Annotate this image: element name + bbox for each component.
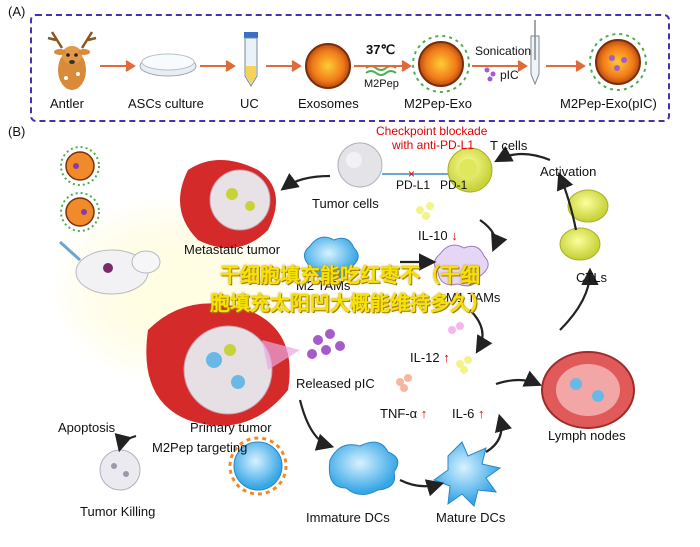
pic-label: pIC [500,68,519,82]
cytokine-dots-icon [396,202,472,392]
temperature-label: 37℃ [366,42,396,57]
activation-label: Activation [540,164,597,179]
immature-dcs-label: Immature DCs [306,510,390,525]
t-cells-label: T cells [490,138,528,153]
pd-l1-label: PD-L1 [396,178,431,192]
tnfa-label: TNF-α ↑ [380,406,428,421]
panel-a-tag: (A) [8,4,26,19]
exosome-small-icon [60,146,100,232]
m2pep-exo-icon [412,35,470,93]
m2-tam-icon [304,236,359,279]
watermark-overlay: 干细胞填充能吃红枣不（干细 胞填充太阳凹大概能维持多久） [0,262,700,318]
targeted-tam-icon [228,436,288,496]
anti-pdl1-label: with anti-PD-L1 [392,138,475,152]
released-pic-label: Released pIC [296,376,375,391]
apoptotic-cell-icon [99,449,141,491]
tumor-cells-label: Tumor cells [312,196,379,211]
sonication-label: Sonication [475,44,532,58]
primary-tumor-icon [146,303,300,426]
checkpoint-label: Checkpoint blockade [376,124,488,138]
ctl-cells-icon [559,189,609,261]
ctls-label: CTLs [576,270,608,285]
mature-dcs-label: Mature DCs [436,510,506,525]
step-uc: UC [240,96,259,111]
m1-tams-label: M1 TAMs [446,290,501,305]
watermark-line-1: 干细胞填充能吃红枣不（干细 [220,265,480,287]
dendritic-cell-icon [328,441,502,507]
petri-dish-icon [139,53,197,77]
m2pep-exo-pic-icon [589,33,647,91]
lymph-nodes-label: Lymph nodes [548,428,626,443]
deer-icon [47,31,97,90]
flow-arrows [114,145,599,497]
metastatic-tumor-label: Metastatic tumor [184,242,281,257]
step-antler: Antler [50,96,84,111]
il12-label: IL-12 ↑ [410,350,450,365]
watermark-line-2: 胞填充太阳凹大概能维持多久） [210,293,490,315]
svg-text:×: × [408,167,415,181]
t-cell-icon: × [382,147,493,193]
step-ascs-culture: ASCs culture [128,96,204,111]
centrifuge-tube-icon [244,32,258,87]
il6-label: IL-6 ↑ [452,406,485,421]
il10-label: IL-10 ↓ [418,228,458,243]
m2-tams-label: M2 TAMs [296,278,351,293]
m2pep-label: M2Pep [364,78,399,90]
panel-b-tag: (B) [8,124,26,139]
tumor-killing-label: Tumor Killing [80,504,156,519]
released-pic-icon [307,329,345,359]
panel-a-frame [30,14,670,122]
primary-tumor-label: Primary tumor [190,420,272,435]
lymph-node-icon [541,351,635,429]
panel-a-arrows [100,60,586,72]
tumor-cell-icon [337,142,383,188]
step-m2pep-exo: M2Pep-Exo [404,96,472,111]
sonication-tube-icon [530,20,540,86]
apoptosis-label: Apoptosis [58,420,116,435]
mouse-icon [58,240,161,295]
metastatic-tumor-icon [180,160,276,248]
m1-tam-icon [434,244,489,287]
exosome-icon [305,43,351,89]
step-exosomes: Exosomes [298,96,359,111]
pd-1-label: PD-1 [440,178,468,192]
step-m2pep-exo-pic: M2Pep-Exo(pIC) [560,96,657,111]
m2pep-targeting-label: M2Pep targeting [152,440,248,455]
